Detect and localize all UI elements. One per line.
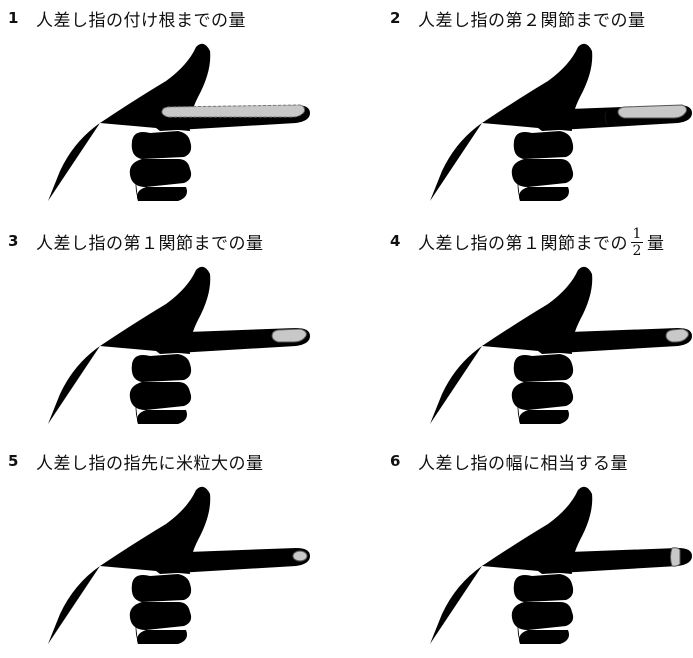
panel-5: 5 人差し指の指先に米粒大の量 [8, 448, 338, 658]
hand-illustration [430, 43, 692, 201]
caption-text: 人差し指の第１関節までの量 [36, 233, 264, 254]
panel-caption: 2 人差し指の第２関節までの量 [390, 5, 646, 31]
caption-text-end: 量 [647, 233, 665, 254]
panel-number: 6 [390, 452, 401, 470]
panel-number: 3 [8, 232, 19, 250]
panel-caption: 4 人差し指の第１関節までの 1 2 量 [390, 227, 665, 258]
panel-3: 3 人差し指の第１関節までの量 [8, 228, 338, 438]
hand-illustration [48, 43, 310, 201]
ointment-strip [271, 328, 307, 343]
panel-2: 2 人差し指の第２関節までの量 [390, 5, 693, 215]
fraction-one-half: 1 2 [631, 227, 643, 258]
panel-caption: 6 人差し指の幅に相当する量 [390, 448, 628, 474]
fraction-bar [631, 241, 643, 243]
caption-text: 人差し指の第２関節までの量 [418, 10, 646, 31]
ointment-strip [665, 328, 689, 343]
rice-grain-dose [292, 550, 308, 562]
panel-caption: 5 人差し指の指先に米粒大の量 [8, 448, 264, 474]
hand-illustration [48, 266, 310, 424]
panel-number: 5 [8, 452, 19, 470]
panel-4: 4 人差し指の第１関節までの 1 2 量 [390, 227, 693, 438]
hand-illustration [48, 486, 310, 644]
ointment-strip [161, 104, 305, 118]
panel-caption: 3 人差し指の第１関節までの量 [8, 228, 264, 254]
fraction-denominator: 2 [632, 242, 642, 259]
caption-text: 人差し指の指先に米粒大の量 [36, 453, 264, 474]
panel-1: 1 人差し指の付け根までの量 [8, 5, 338, 215]
caption-text: 人差し指の幅に相当する量 [418, 453, 628, 474]
panel-number: 1 [8, 9, 19, 27]
caption-text: 人差し指の第１関節までの [418, 233, 628, 254]
ointment-strip [617, 104, 687, 119]
fraction-numerator: 1 [632, 225, 642, 242]
hand-illustration [430, 266, 692, 424]
finger-width-dose [670, 547, 681, 567]
panel-caption: 1 人差し指の付け根までの量 [8, 5, 246, 31]
panel-6: 6 人差し指の幅に相当する量 [390, 448, 693, 658]
hand-illustration [430, 486, 692, 644]
caption-text: 人差し指の付け根までの量 [36, 10, 246, 31]
panel-number: 4 [390, 232, 401, 250]
panel-number: 2 [390, 9, 401, 27]
